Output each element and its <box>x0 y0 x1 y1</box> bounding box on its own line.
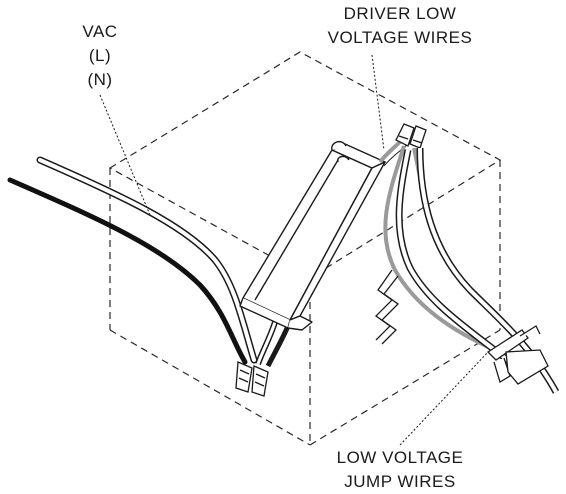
vac-label-line1: VAC <box>82 22 118 41</box>
zigzag-wire-end <box>374 269 394 341</box>
driver-leader-line <box>371 54 385 151</box>
vac-label-line3: (N) <box>87 70 113 89</box>
vac-line-wire <box>7 177 248 365</box>
driver-wire-right <box>265 325 291 368</box>
vac-neutral-wire-fill <box>38 158 256 362</box>
jump-wire-gray-1 <box>383 145 496 352</box>
jump-leader-line <box>399 351 489 446</box>
knockout-connector <box>486 325 549 385</box>
wire-nut-bottom-left <box>235 361 253 393</box>
vac-label-line2: (L) <box>88 46 112 65</box>
driver-label-line1: DRIVER LOW <box>343 4 457 23</box>
vac-label: VAC (L) (N) <box>70 20 130 92</box>
led-driver-box <box>239 140 386 331</box>
jump-label-line1: LOW VOLTAGE <box>336 448 464 467</box>
vac-neutral-wire-outline <box>36 156 258 364</box>
vac-leader-line <box>99 94 151 216</box>
wire-nut-top-right <box>409 125 427 149</box>
driver-wires-label: DRIVER LOW VOLTAGE WIRES <box>300 2 500 50</box>
wire-nut-top-left <box>395 123 415 147</box>
wire-nut-bottom-right <box>251 365 269 397</box>
jump-wires-label: LOW VOLTAGE JUMP WIRES <box>325 446 475 494</box>
jump-label-line2: JUMP WIRES <box>344 472 456 491</box>
driver-label-line2: VOLTAGE WIRES <box>327 28 473 47</box>
